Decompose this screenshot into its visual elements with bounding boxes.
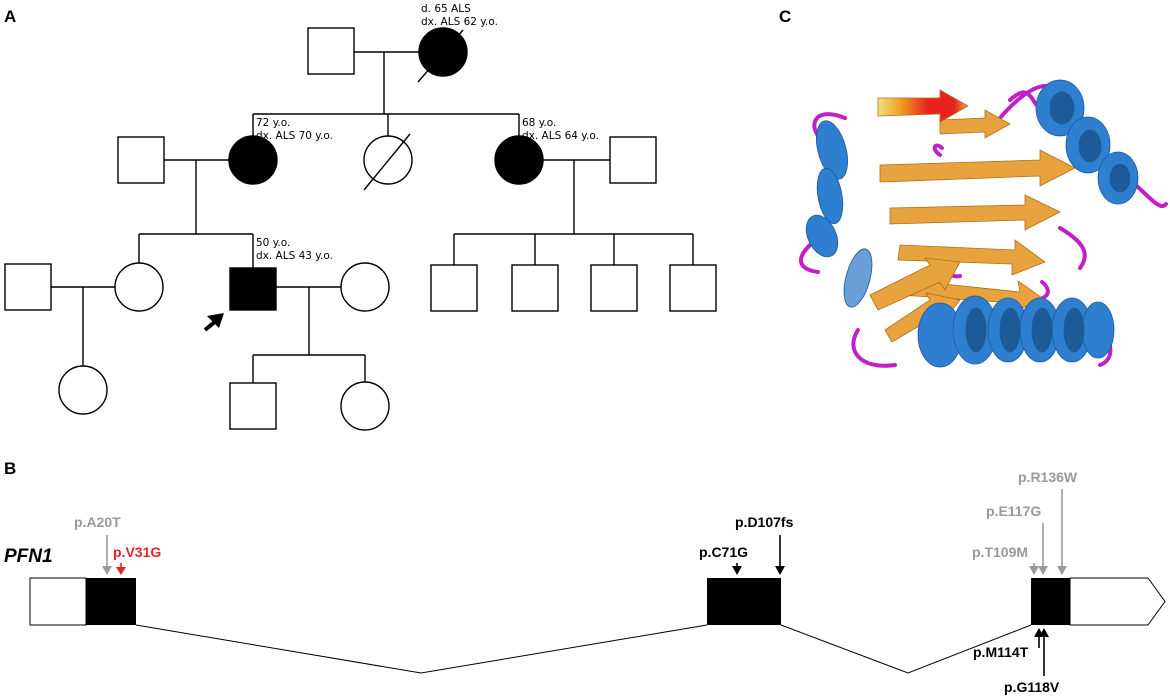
a20t-arrowhead: [102, 566, 112, 575]
exon-3-coding: [1031, 578, 1070, 625]
intron-1: [135, 624, 708, 674]
mutation-label-a20t: p.A20T: [74, 514, 121, 530]
e117g-arrowhead: [1038, 566, 1048, 575]
gene-name-label: PFN1: [4, 546, 53, 567]
generation-3: 50 y.o. dx. ALS 43 y.o.: [4, 237, 717, 332]
aunt-affected-symbol: [494, 135, 544, 185]
utr-3-prime: [1069, 577, 1166, 626]
proband-note-1: 50 y.o.: [256, 237, 290, 249]
g118v-arrowhead: [1039, 628, 1049, 637]
t109m-arrowhead: [1029, 566, 1039, 575]
cousin-symbol: [511, 264, 559, 312]
generation-2: 72 y.o. dx. ALS 70 y.o. 68 y.o. dx. ALS …: [117, 117, 657, 191]
generation-1: d. 65 ALS dx. ALS 62 y.o.: [307, 3, 498, 114]
cousin-symbol: [669, 264, 717, 312]
mutation-site-strand: [877, 89, 969, 123]
mutation-label-r136w: p.R136W: [1018, 469, 1078, 485]
uncle-symbol: [609, 136, 657, 184]
panel-label-b: B: [4, 459, 16, 478]
sister-symbol: [114, 262, 164, 312]
gene-structure-panel: B PFN1: [4, 459, 1166, 695]
proband-arrow-icon: [203, 313, 224, 332]
mother-note-2: dx. ALS 70 y.o.: [256, 130, 333, 142]
proband-affected-symbol: [229, 267, 277, 311]
panel-label-c: C: [779, 7, 791, 26]
alpha-helices: [805, 79, 1139, 368]
c71g-arrowhead: [732, 566, 742, 575]
pedigree-panel: A d. 65 ALS dx. ALS 62 y.o. 72 y.o. dx. …: [4, 3, 717, 431]
father-symbol: [117, 136, 165, 184]
proband-note-2: dx. ALS 43 y.o.: [256, 250, 333, 262]
mutation-label-t109m: p.T109M: [972, 544, 1028, 560]
niece-symbol: [58, 365, 108, 415]
v31g-arrowhead: [116, 567, 126, 575]
exon-1-coding: [86, 578, 136, 625]
daughter-symbol: [340, 381, 390, 431]
proband-spouse-symbol: [340, 262, 390, 312]
son-symbol: [229, 382, 277, 430]
aunt-note-2: dx. ALS 64 y.o.: [522, 130, 599, 142]
mutation-label-m114t: p.M114T: [973, 644, 1029, 660]
grandfather-symbol: [307, 27, 355, 75]
utr-5-prime: [29, 577, 87, 626]
mother-affected-symbol: [228, 135, 278, 185]
aunt-note-1: 68 y.o.: [522, 117, 556, 129]
deceased-slash: [363, 133, 411, 191]
mutation-label-e117g: p.E117G: [986, 503, 1041, 519]
mutation-label-g118v: p.G118V: [1004, 679, 1060, 695]
d107fs-arrowhead: [775, 566, 785, 575]
panel-label-a: A: [4, 7, 16, 26]
cousin-symbol: [590, 264, 638, 312]
mutation-label-c71g: p.C71G: [699, 544, 748, 560]
mutation-label-v31g: p.V31G: [113, 544, 161, 560]
profilin-ribbon: [798, 79, 1168, 368]
beta-sheets: [869, 109, 1076, 343]
exon-2-coding: [707, 578, 781, 625]
grandmother-note-2: dx. ALS 62 y.o.: [421, 16, 498, 28]
protein-structure-panel: C: [779, 7, 1168, 368]
cousin-symbol: [430, 264, 478, 312]
cousin-spouse-symbol: [4, 263, 52, 311]
grandmother-note-1: d. 65 ALS: [421, 3, 471, 15]
intron-2: [780, 624, 1032, 674]
mutation-label-d107fs: p.D107fs: [735, 514, 794, 530]
grandmother-affected-symbol: [418, 27, 468, 77]
deceased-slash: [417, 29, 464, 83]
generation-4: [58, 365, 390, 431]
r136w-arrowhead: [1057, 566, 1067, 575]
mother-note-1: 72 y.o.: [256, 117, 290, 129]
mutation-arrows: [102, 489, 1067, 676]
